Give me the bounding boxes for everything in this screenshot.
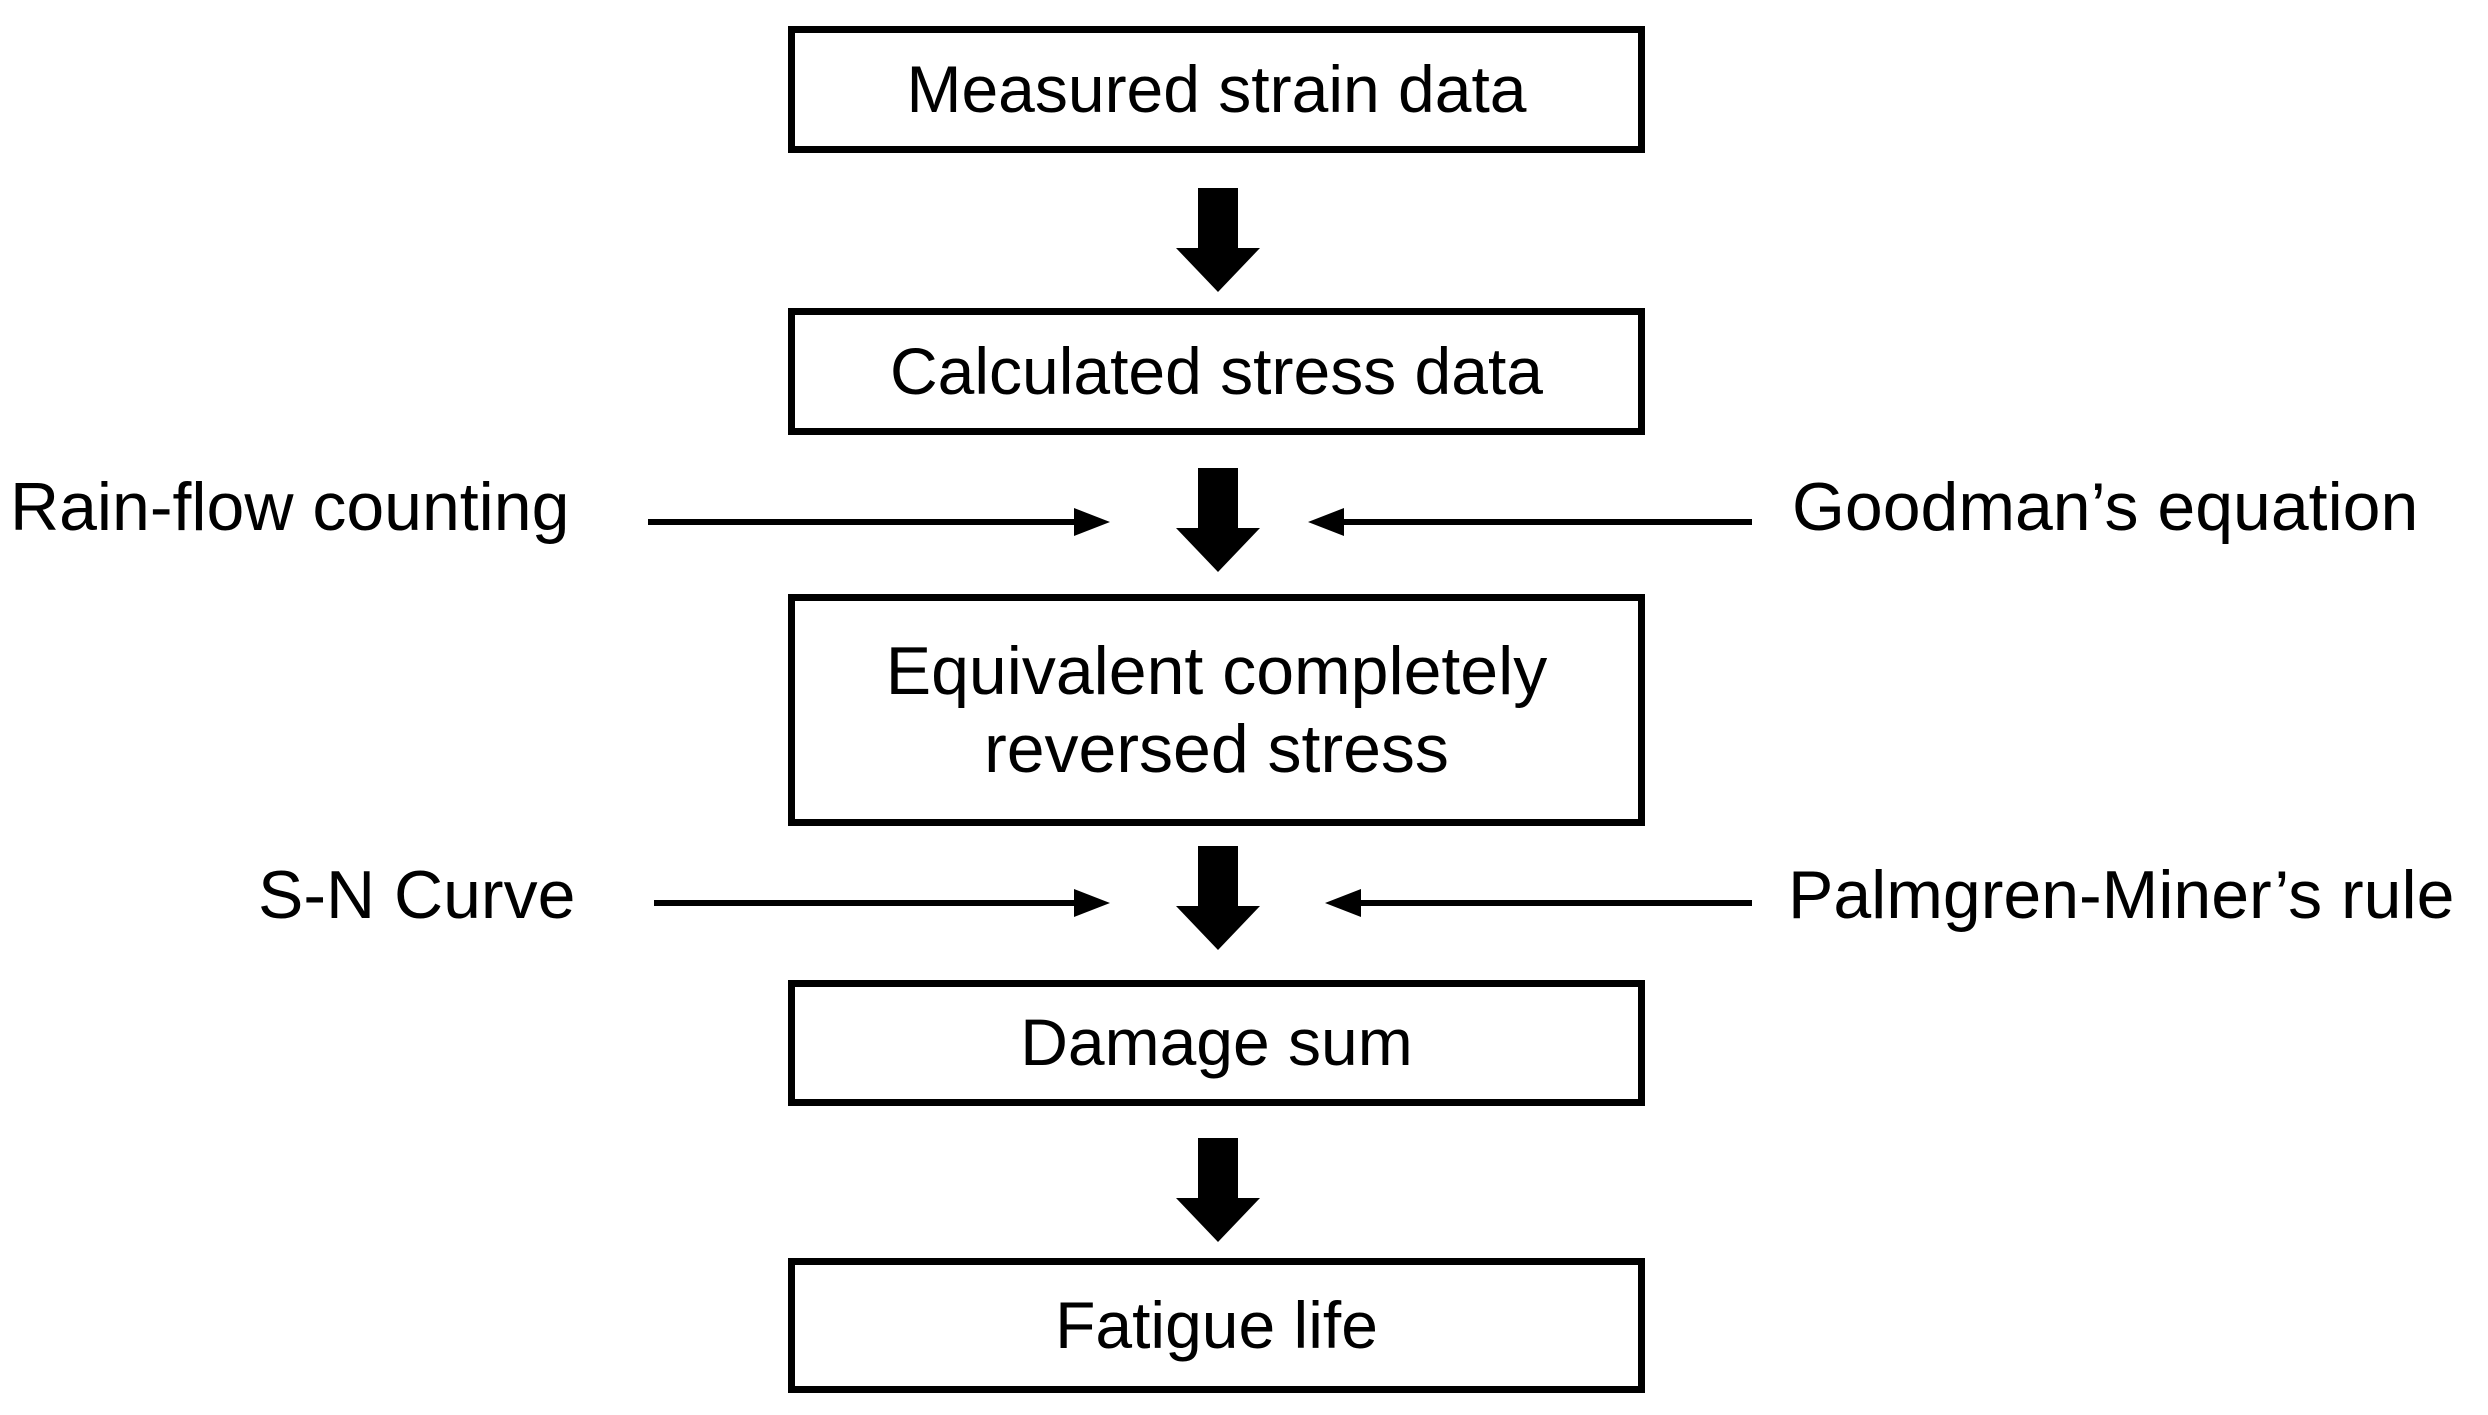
side-label-s-n-curve: S-N Curve	[258, 857, 576, 933]
node-fatigue-life: Fatigue life	[788, 1258, 1645, 1393]
down-arrow-icon	[1176, 188, 1260, 292]
node-measured-strain-data: Measured strain data	[788, 26, 1645, 153]
right-arrowhead-icon	[1074, 508, 1110, 536]
goodman-arrow-line	[1340, 519, 1752, 525]
side-label-rain-flow-counting: Rain-flow counting	[10, 469, 570, 545]
node-calculated-stress-data: Calculated stress data	[788, 308, 1645, 435]
right-arrowhead-icon	[1074, 889, 1110, 917]
node-label: Calculated stress data	[889, 333, 1543, 408]
rain-flow-arrow-line	[648, 519, 1076, 525]
down-arrow-stem	[1198, 1138, 1238, 1198]
node-equivalent-completely-reversed-stress: Equivalent completely reversed stress	[788, 594, 1645, 826]
down-arrow-icon	[1176, 1138, 1260, 1242]
down-arrow-stem	[1198, 846, 1238, 906]
down-arrow-head	[1176, 1198, 1260, 1242]
down-arrow-head	[1176, 528, 1260, 572]
down-arrow-icon	[1176, 468, 1260, 572]
down-arrow-stem	[1198, 468, 1238, 528]
node-label: Fatigue life	[1055, 1287, 1378, 1362]
side-label-goodman-equation: Goodman’s equation	[1792, 469, 2419, 545]
down-arrow-icon	[1176, 846, 1260, 950]
down-arrow-stem	[1198, 188, 1238, 248]
s-n-curve-arrow-line	[654, 900, 1078, 906]
side-label-palmgren-miner-rule: Palmgren-Miner’s rule	[1788, 857, 2455, 933]
node-label: Damage sum	[1020, 1005, 1413, 1080]
palmgren-arrow-line	[1357, 900, 1752, 906]
node-label: Equivalent completely reversed stress	[885, 632, 1548, 787]
node-label: Measured strain data	[906, 51, 1527, 126]
left-arrowhead-icon	[1325, 889, 1361, 917]
left-arrowhead-icon	[1308, 508, 1344, 536]
down-arrow-head	[1176, 906, 1260, 950]
down-arrow-head	[1176, 248, 1260, 292]
node-damage-sum: Damage sum	[788, 980, 1645, 1106]
